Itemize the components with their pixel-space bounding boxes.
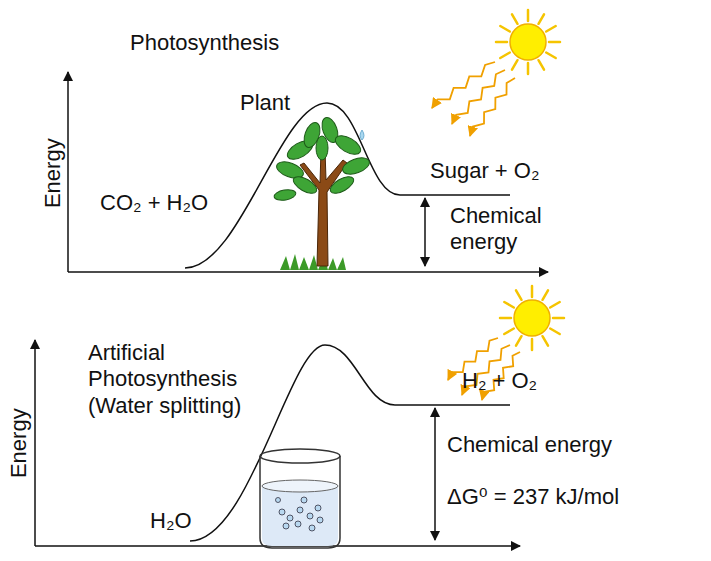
sun-ray [531,339,534,350]
sun-ray [516,336,522,346]
energy-label: Chemical energy [447,432,677,458]
sun-ray [504,329,514,335]
sun-disc [514,300,550,336]
light-ray [470,78,515,136]
sun-ray [504,302,514,308]
energy-label: Chemical energy [450,203,565,256]
sun-ray [527,10,530,21]
light-ray [432,62,495,108]
sun-ray [546,26,556,32]
beaker-illustration [260,449,340,548]
sun-ray [550,302,560,308]
axis-label: Energy [40,128,66,218]
sun-ray [500,26,510,32]
reactant-label: H₂O [150,508,230,534]
panel-title: Artificial Photosynthesis (Water splitti… [88,340,263,419]
sun-ray [500,53,510,59]
sun-ray [500,317,511,320]
sun-ray [539,60,545,70]
sun-ray [527,63,530,74]
energy-arrow [424,198,426,266]
sun-ray [496,41,507,44]
axis-label: Energy [6,398,32,488]
sun-disc [510,24,546,60]
panel-title: Photosynthesis [130,30,390,56]
sun-ray [512,14,518,24]
sun-ray [512,60,518,70]
sun-ray [543,290,549,300]
product-label: Sugar + O₂ [430,158,580,184]
sun-ray [531,286,534,297]
axes [35,72,548,546]
energy-value: ΔG⁰ = 237 kJ/mol [447,484,677,510]
product-label: H₂ + O₂ [462,368,592,394]
sun-ray [550,329,560,335]
sun-ray [546,53,556,59]
sun-ray [516,290,522,300]
sun-ray [543,336,549,346]
plant-label: Plant [240,90,310,116]
energy-arrow [434,408,436,540]
sun-ray [539,14,545,24]
sun-ray [553,317,564,320]
tree-illustration [273,115,371,270]
reactant-label: CO₂ + H₂O [100,190,250,216]
sun-ray [549,41,560,44]
sun-icon [432,10,560,136]
